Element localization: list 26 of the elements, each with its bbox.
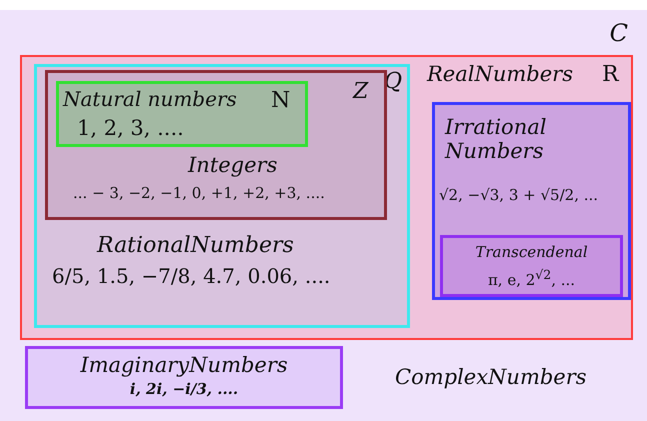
example-list: 6/5, 1.5, −7/8, 4.7, 0.06, ....: [52, 265, 402, 288]
set-region: [45, 70, 387, 220]
set-title: Transcendenal: [474, 244, 589, 262]
set-symbol: R: [602, 62, 620, 88]
example-list: 1, 2, 3, ....: [77, 116, 277, 140]
set-title: RationalNumbers: [97, 233, 295, 258]
set-symbol: Z: [353, 79, 370, 104]
set-symbol: N: [271, 88, 292, 114]
set-title: ComplexNumbers: [395, 365, 588, 390]
set-region: [20, 55, 633, 340]
set-region: [25, 346, 343, 409]
example-list: √2, −√3, 3 + √5/2, ...: [439, 187, 627, 204]
set-region: [34, 64, 410, 328]
set-title: Integers: [188, 153, 278, 178]
example-list: i, 2i, −i/3, ....: [28, 381, 340, 398]
set-region: [56, 81, 308, 147]
set-title: Irrational Numbers: [445, 115, 548, 164]
set-title: RealNumbers: [427, 62, 574, 86]
set-region: [432, 102, 631, 300]
set-title: Natural numbers: [63, 88, 238, 111]
set-region: [440, 235, 623, 297]
example-list: ... − 3, −2, −1, 0, +1, +2, +3, ....: [73, 185, 383, 202]
set-region: [0, 10, 647, 421]
example-list: π, e, 2$^{√2}$, ...: [443, 268, 620, 290]
set-title: ImaginaryNumbers: [79, 353, 289, 378]
set-symbol: C: [608, 20, 628, 48]
